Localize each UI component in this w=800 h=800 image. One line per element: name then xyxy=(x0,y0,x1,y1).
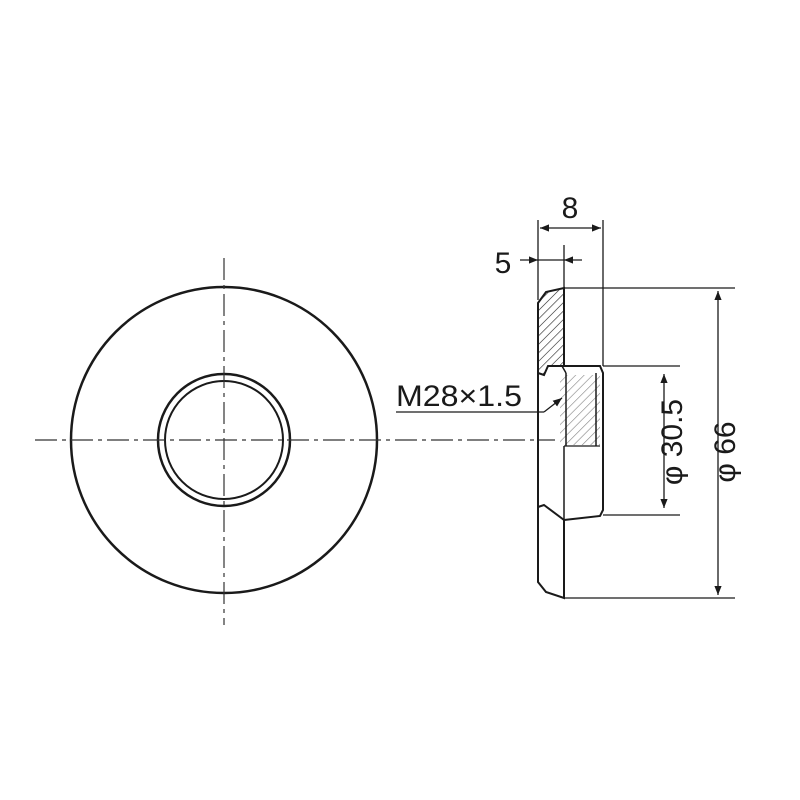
flange-section xyxy=(537,286,565,377)
dimension-lines xyxy=(396,220,735,599)
boss-outline xyxy=(563,365,604,521)
thread-chamfer xyxy=(548,365,567,374)
dim-label-5: 5 xyxy=(495,247,512,280)
dim-label-8: 8 xyxy=(562,192,579,225)
dim-label-30-5: φ 30.5 xyxy=(656,399,689,485)
flange-lower-body xyxy=(537,503,565,600)
side-view xyxy=(537,286,604,600)
thread-label: M28×1.5 xyxy=(396,380,522,413)
front-view xyxy=(35,258,555,625)
dim-label-66: φ 66 xyxy=(709,421,742,482)
